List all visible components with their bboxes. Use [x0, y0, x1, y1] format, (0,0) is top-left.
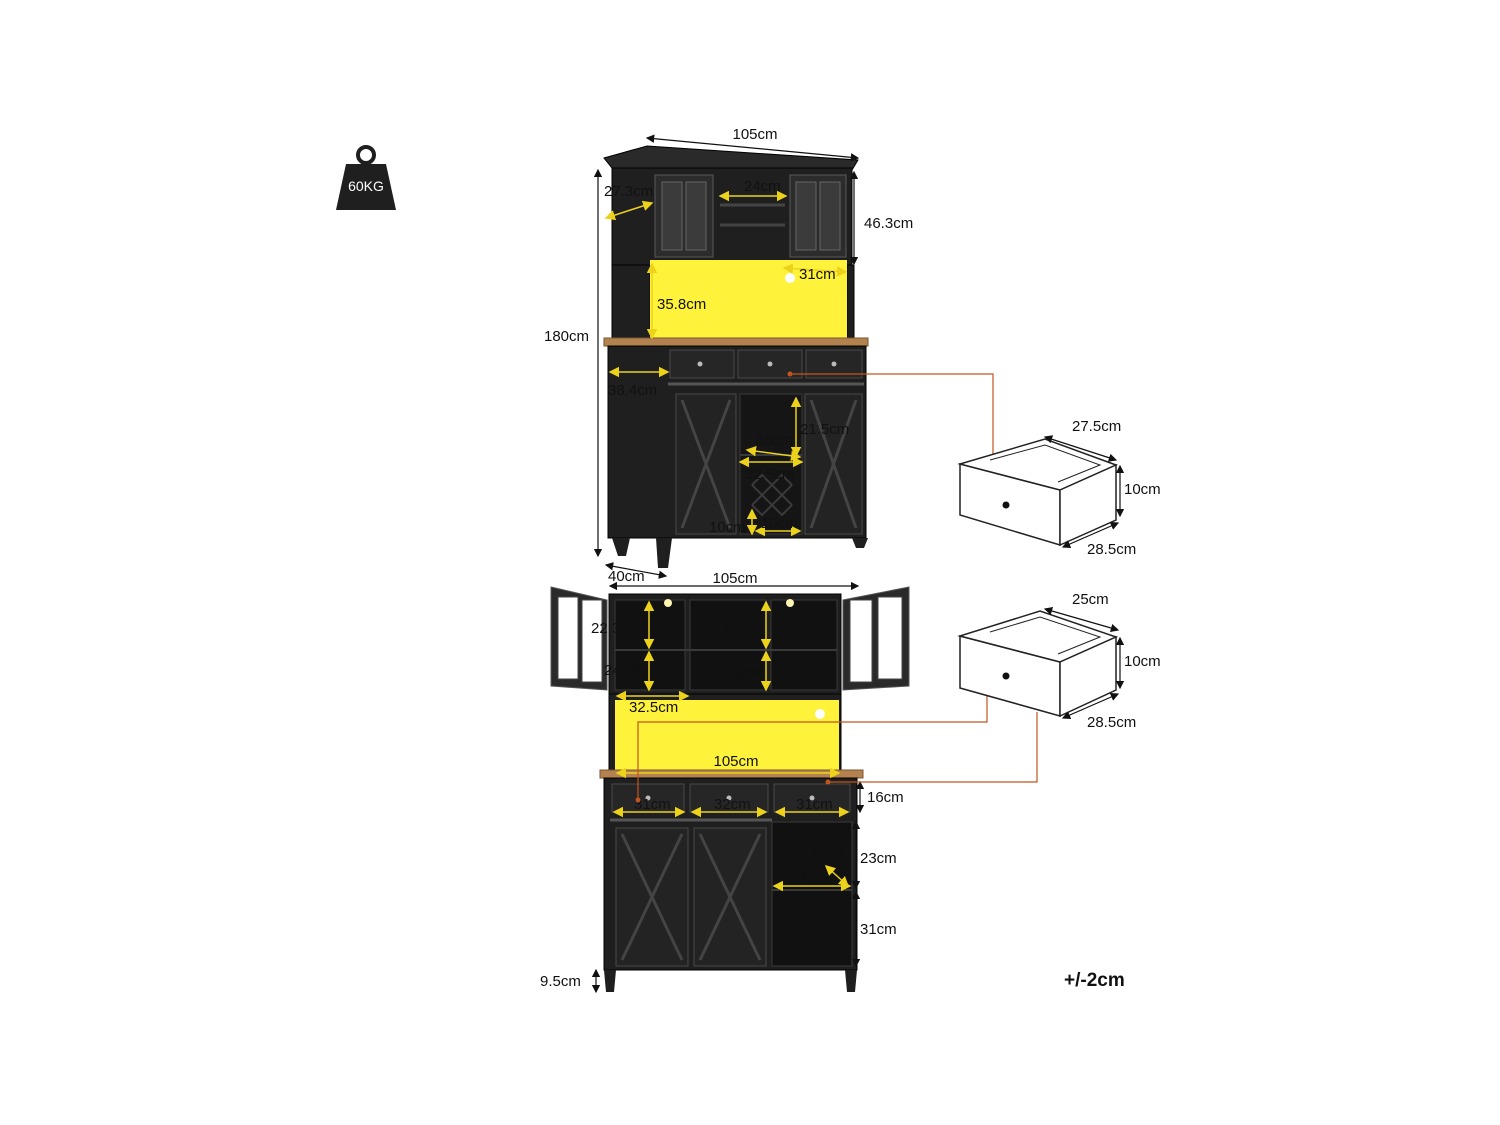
- cabinet-inner-width-label: 32.5cm: [629, 699, 678, 716]
- upper-left-height-label: 22.3cm: [591, 620, 640, 637]
- bottle-slot-width-label: 10cm: [761, 515, 798, 532]
- cabinet-front-view: [603, 145, 869, 568]
- drawer-top-height-label: 10cm: [1124, 481, 1161, 498]
- cabinet-open-view: [550, 586, 910, 992]
- overall-height-label: 180cm: [544, 328, 589, 345]
- lower-compartment-height-label: 31cm: [860, 921, 897, 938]
- lower-center-height-label: 24cm: [723, 664, 760, 681]
- wine-rack-width-label: 32.5cm: [745, 466, 794, 483]
- bottle-slot-height-label: 10cm: [709, 519, 746, 536]
- overall-width-label: 105cm: [732, 126, 777, 143]
- hutch-depth-label: 27.3cm: [604, 183, 653, 200]
- upper-center-height-label: 19cm: [723, 620, 760, 637]
- drawer-height-label: 16cm: [867, 789, 904, 806]
- weight-label: 60KG: [348, 178, 384, 194]
- drawer-top-width-label: 27.5cm: [1072, 418, 1121, 435]
- hutch-height-label: 46.3cm: [864, 215, 913, 232]
- led-shelf-height-label: 35.8cm: [657, 296, 706, 313]
- drawer-bottom-depth-label: 28.5cm: [1087, 714, 1136, 731]
- open-width-label: 105cm: [712, 570, 757, 587]
- drawer-bottom-height-label: 10cm: [1124, 653, 1161, 670]
- weight-icon: [336, 145, 396, 210]
- upper-compartment-height-label: 23cm: [860, 850, 897, 867]
- hutch-center-width-label: 24cm: [744, 178, 781, 195]
- drawer-left-width-label: 31cm: [634, 796, 671, 813]
- drawer-center-width-label: 32cm: [714, 796, 751, 813]
- leg-height-label: 9.5cm: [540, 973, 581, 990]
- wine-rack-height-label: 21.5cm: [800, 421, 849, 438]
- depth-label: 40cm: [608, 568, 645, 585]
- drawer-bottom-width-label: 25cm: [1072, 591, 1109, 608]
- lower-left-height-label: 24cm: [604, 662, 641, 679]
- shelf-width-top-label: 105cm: [713, 753, 758, 770]
- shelf-depth-label: 35cm: [809, 845, 846, 862]
- drawer-top-depth-label: 28.5cm: [1087, 541, 1136, 558]
- tolerance-note: +/-2cm: [1064, 970, 1125, 991]
- drawer-detail-bottom: [957, 610, 1119, 718]
- shelf-width-label: 32.5cm: [789, 871, 838, 888]
- side-width-label: 38.4cm: [608, 382, 657, 399]
- wine-rack-depth-label: 35cm: [756, 432, 793, 449]
- drawer-detail-top: [957, 438, 1118, 547]
- hutch-lower-depth-label: 31cm: [799, 266, 836, 283]
- drawer-right-width-label: 31cm: [796, 796, 833, 813]
